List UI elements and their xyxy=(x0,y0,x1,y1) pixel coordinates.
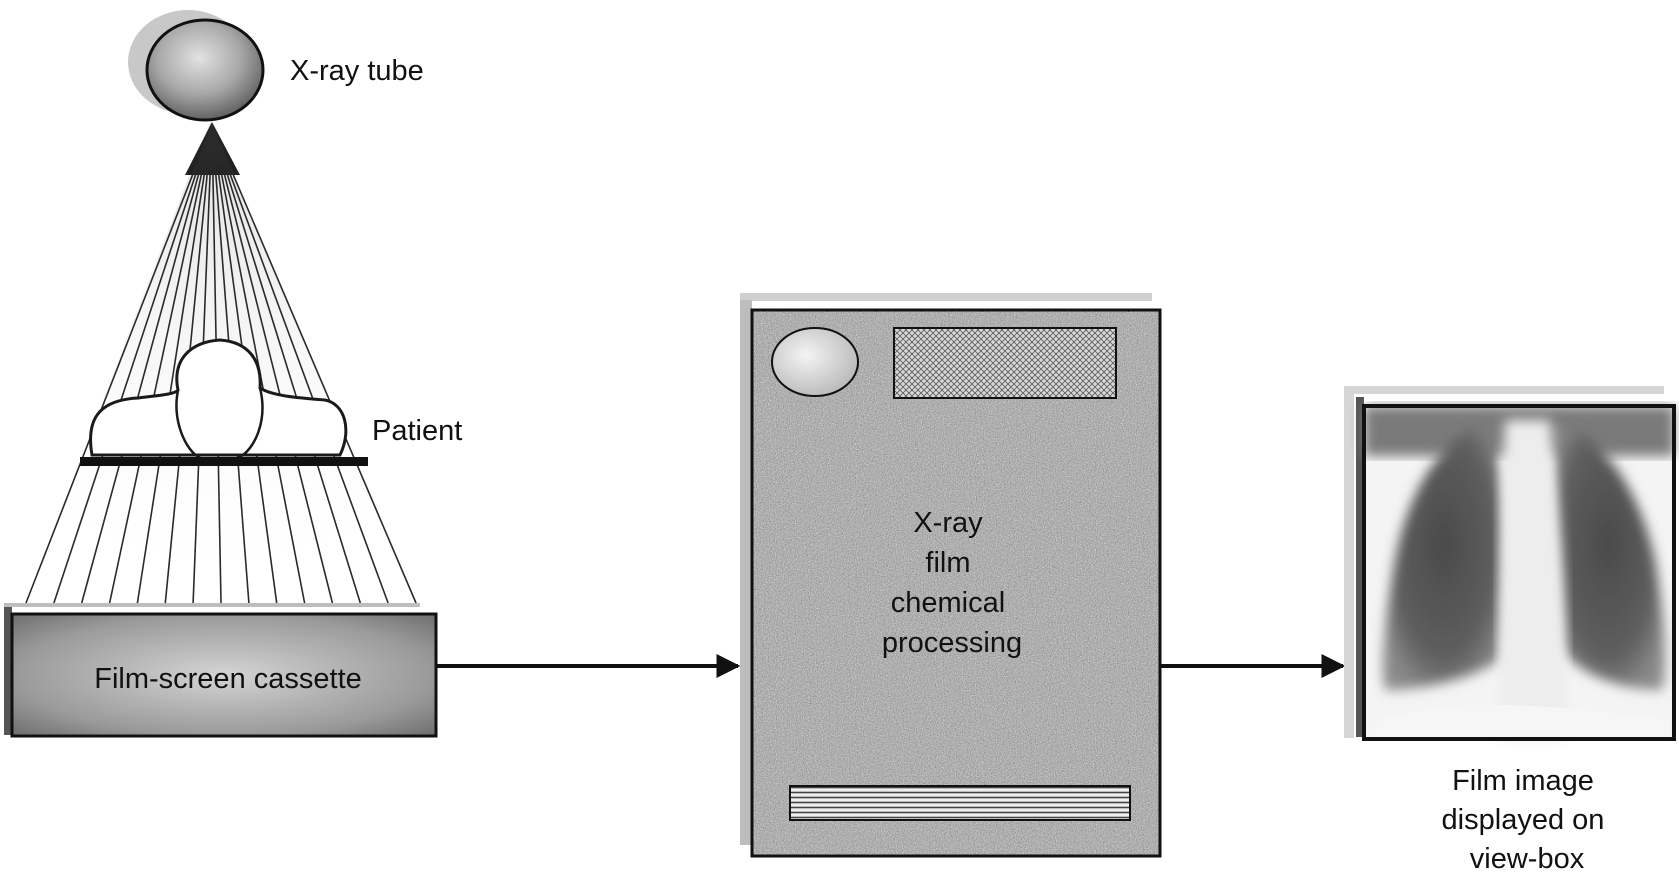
label-viewbox: Film image displayed on view-box xyxy=(1442,765,1613,875)
beam-ray xyxy=(80,124,213,604)
label-processing-line-3: chemical xyxy=(891,587,1005,619)
label-viewbox-line-3: view-box xyxy=(1470,843,1585,875)
xray-tube xyxy=(128,10,265,122)
beam-ray xyxy=(25,124,213,604)
beam-ray xyxy=(136,124,213,604)
beam-ray xyxy=(211,124,389,604)
patient-table xyxy=(80,457,368,466)
processor-panel xyxy=(893,327,1117,399)
beam-ray xyxy=(211,124,334,604)
label-processing-line-4: processing xyxy=(882,627,1022,659)
lung-left xyxy=(1550,425,1666,690)
mediastinum xyxy=(1500,420,1567,740)
film-processor xyxy=(740,293,1162,858)
view-box xyxy=(1344,386,1676,741)
processor-slot xyxy=(789,785,1131,821)
label-patient: Patient xyxy=(372,415,462,447)
film-screen-cassette xyxy=(4,603,438,738)
label-processing-line-1: X-ray xyxy=(913,507,983,539)
label-xray-tube: X-ray tube xyxy=(290,55,424,87)
label-processing: X-ray film chemical processing xyxy=(882,507,1022,659)
label-processing-line-2: film xyxy=(925,547,970,579)
beam-ray xyxy=(211,124,362,604)
beam-ray xyxy=(53,124,213,604)
chest-xray-image xyxy=(1362,404,1676,741)
patient-figure xyxy=(80,338,368,466)
beam-ray xyxy=(211,124,417,604)
label-viewbox-line-2: displayed on xyxy=(1442,804,1605,836)
label-cassette: Film-screen cassette xyxy=(94,663,362,695)
beam-ray xyxy=(108,124,213,604)
processor-dial xyxy=(771,327,859,397)
label-viewbox-line-1: Film image xyxy=(1452,765,1594,797)
lung-right xyxy=(1383,425,1505,690)
